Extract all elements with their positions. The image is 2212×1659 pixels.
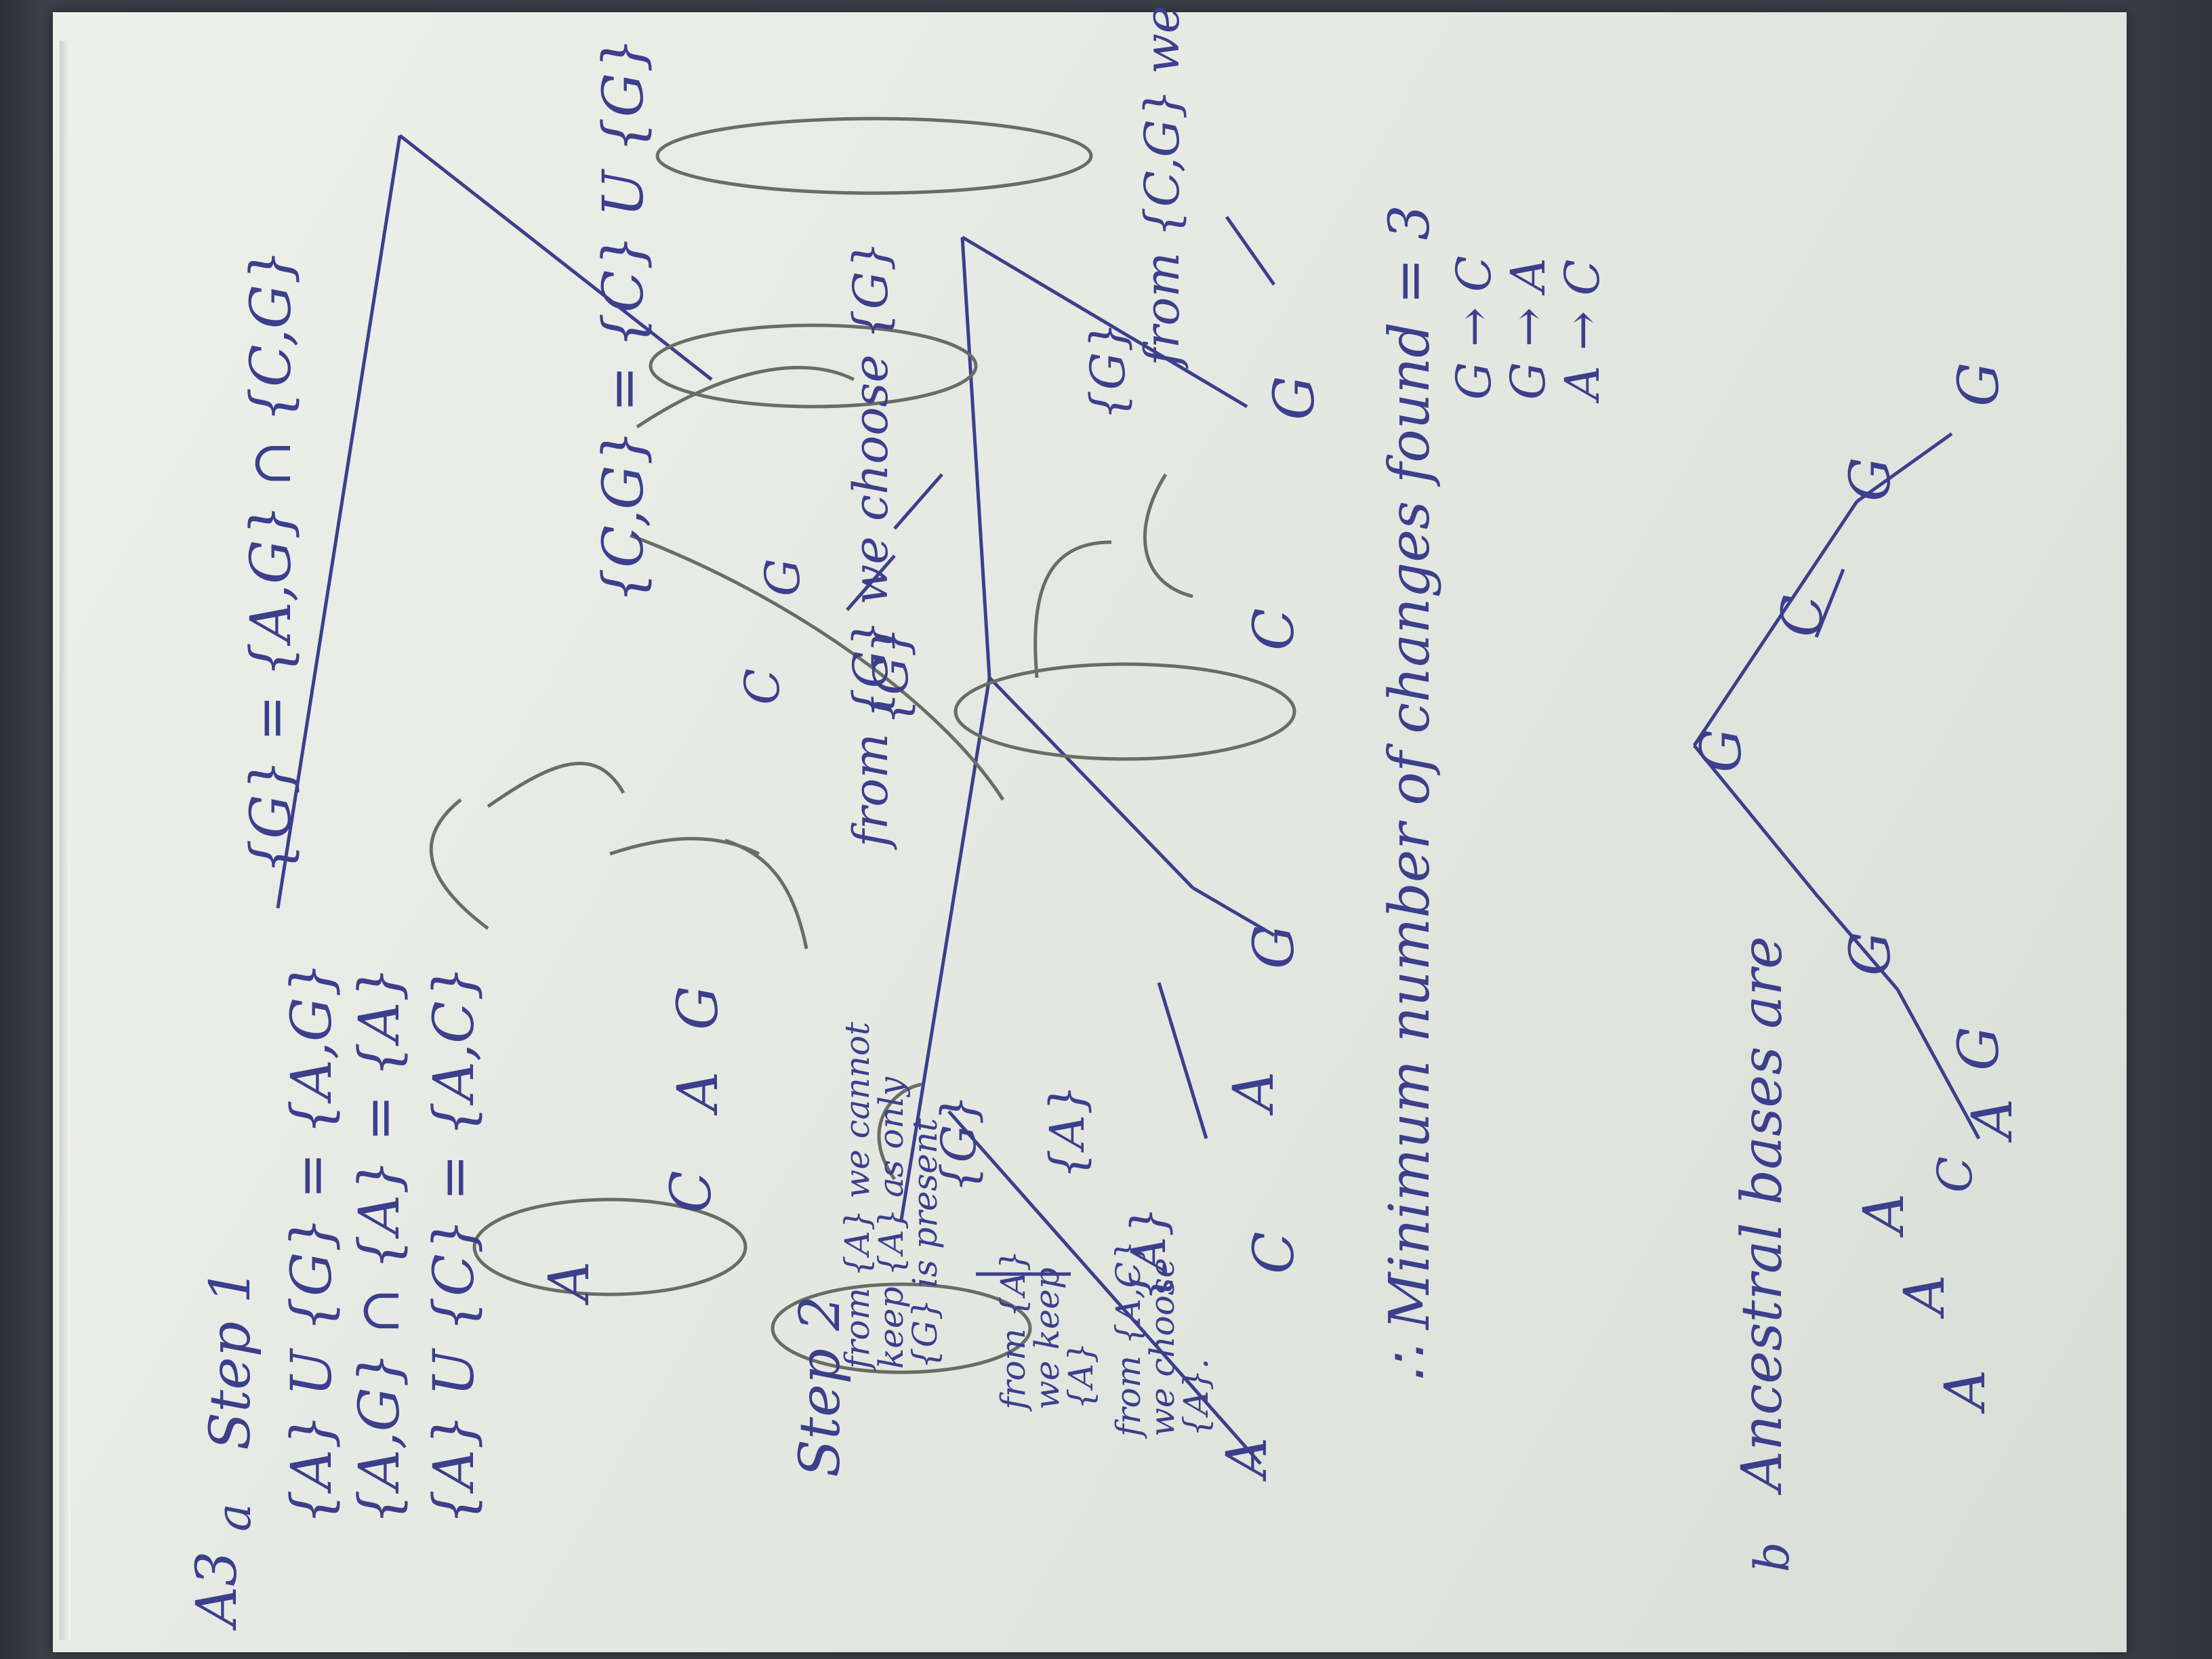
- tree1-leaf-4: G: [666, 985, 731, 1030]
- change-1: G → C: [1446, 255, 1502, 400]
- tree1-right-leaf-1: C: [735, 668, 790, 705]
- tree1-leaf-3: A: [666, 1071, 731, 1111]
- notebook-page: [53, 12, 2127, 1652]
- tree3-label-9: C: [1771, 594, 1835, 637]
- step1-line-2: {A,G} ∩ {A} = {A}: [348, 966, 412, 1525]
- tree2-node-a1: {A}: [1040, 1084, 1095, 1179]
- tree3-label-1: A: [1933, 1369, 1998, 1410]
- tree2-leaf-4: G: [1242, 924, 1307, 969]
- tree3-label-5: A: [1961, 1098, 2025, 1139]
- tree1-leaf-2: C: [659, 1170, 724, 1213]
- step2-note-3: from {A} we keep {A}: [994, 1250, 1101, 1410]
- top-equation: {G} = {A,G} ∩ {C,G}: [239, 249, 304, 874]
- handwritten-notes: A3 a Step 1 {A} U {G} = {A,G} {A,G} ∩ {A…: [108, 0, 2074, 1654]
- tree3-label-3: A: [1852, 1193, 1917, 1233]
- tree2-leaf-5: C: [1242, 608, 1307, 651]
- tree2-leaf-6: G: [1263, 375, 1327, 420]
- change-2: G → A: [1500, 258, 1556, 400]
- ancestral-heading: Ancestral bases are: [1730, 936, 1795, 1491]
- tree2-root: {G}: [863, 627, 919, 725]
- tree3-label-10: G: [1839, 457, 1903, 501]
- tree3-label-7: G: [1839, 931, 1903, 976]
- step1-title: Step 1: [199, 1268, 263, 1450]
- tree1-right-leaf-2: G: [755, 558, 811, 596]
- step2-note-6: from {C,G} we choose G: [1134, 0, 1190, 366]
- part-b-marker: b: [1744, 1542, 1800, 1572]
- page-binding-edge: [60, 41, 70, 1640]
- part-a-marker: a: [206, 1503, 262, 1532]
- step2-note-5: from {G} we choose {G}: [843, 241, 899, 847]
- tree-lines: [276, 117, 1981, 1465]
- tree3-label-6: G: [1947, 1026, 2011, 1071]
- tree2-node-g1: {G}: [1080, 322, 1136, 420]
- tree3-label-2: A: [1893, 1274, 1957, 1315]
- tree3-label-8: G: [1689, 728, 1754, 773]
- step1-line-3: {A} U {C} = {A,C}: [422, 965, 487, 1525]
- tree2-node-a2: {A}: [1121, 1206, 1176, 1301]
- step2-note-2: {G}: [931, 1094, 987, 1193]
- tree2-leaf-2: C: [1242, 1231, 1307, 1274]
- tree3-label-4: C: [1927, 1156, 1983, 1193]
- step2-note-1: from {A} we cannot keep {A} as only {G} …: [838, 1021, 945, 1369]
- step1-line-1: {A} U {G} = {A,G}: [280, 962, 344, 1525]
- question-heading: A3: [185, 1551, 249, 1626]
- tree1-leaf-1: A: [537, 1261, 602, 1301]
- top-right-equation: {C,G} = {C} U {G}: [592, 37, 656, 603]
- tree2-leaf-1: A: [1215, 1437, 1279, 1477]
- tree2-leaf-3: A: [1222, 1071, 1286, 1111]
- conclusion-line: ∴ Minimum number of changes found = 3: [1378, 205, 1442, 1382]
- change-3: A → C: [1555, 259, 1610, 400]
- tree3-label-11: G: [1947, 362, 2011, 407]
